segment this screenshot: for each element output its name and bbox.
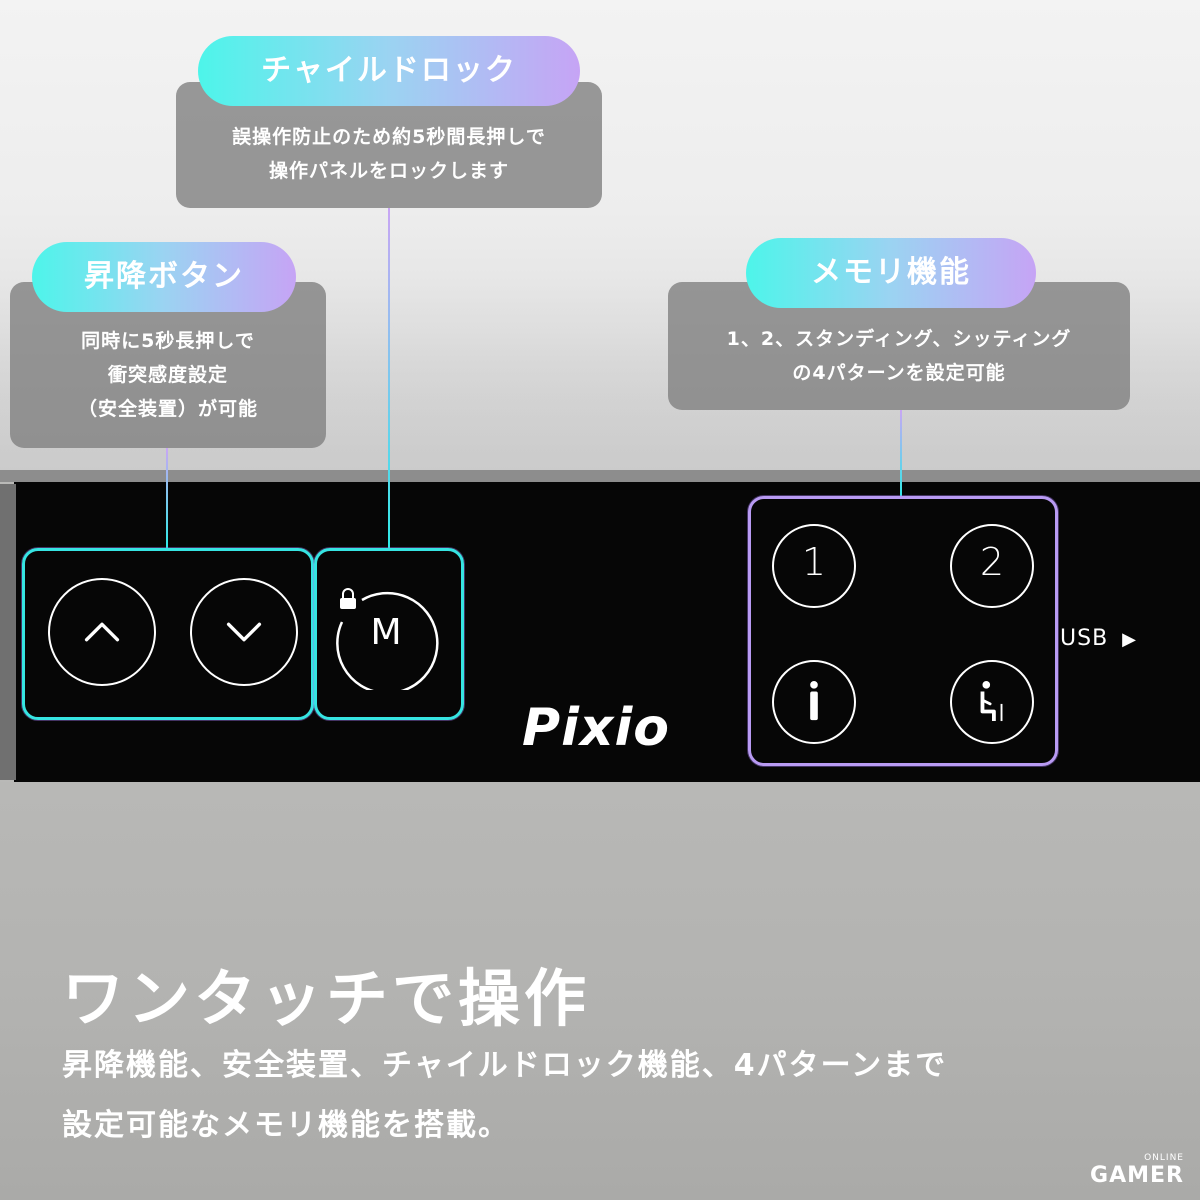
usb-arrow-icon: ▶ (1122, 629, 1138, 650)
memory-callout: 1、2、スタンディング、シッティング の4パターンを設定可能 (668, 282, 1130, 410)
watermark-small: ONLINE (1144, 1153, 1184, 1163)
lock-icon (340, 588, 356, 609)
lift-buttons-highlight (22, 548, 314, 720)
preset-buttons-highlight (748, 496, 1058, 766)
lift-connector-line (166, 448, 168, 548)
memory-line-1: 1、2、スタンディング、シッティング (726, 328, 1072, 350)
down-arrow-icon (226, 622, 262, 642)
watermark: ONLINE GAMER (1090, 1153, 1184, 1188)
brand-logo: Pixio (522, 698, 671, 758)
childlock-connector-line (388, 208, 390, 550)
preset-1-button[interactable]: 1 (772, 524, 856, 608)
usb-label: USB (1060, 626, 1109, 651)
lift-title: 昇降ボタン (32, 242, 296, 312)
memory-button-highlight (314, 548, 464, 720)
lift-line-3: （安全装置）が可能 (77, 398, 258, 420)
standing-button[interactable] (772, 660, 856, 744)
panel-side-edge (0, 484, 16, 780)
childlock-line-1: 誤操作防止のため約5秒間長押しで (232, 126, 546, 148)
preset-1-label: 1 (801, 540, 827, 584)
memory-button[interactable]: M (332, 582, 440, 690)
preset-2-button[interactable]: 2 (950, 524, 1034, 608)
standing-person-icon (810, 681, 818, 721)
subtext-line-2: 設定可能なメモリ機能を搭載。 (62, 1108, 510, 1143)
memory-button-ring (336, 591, 439, 690)
watermark-big: GAMER (1090, 1163, 1184, 1188)
memory-title: メモリ機能 (746, 238, 1036, 308)
usb-port-label: USB ▶ (1060, 626, 1137, 651)
desk-top-edge (0, 470, 1200, 482)
sitting-button[interactable] (950, 660, 1034, 744)
subtext-line-1: 昇降機能、安全装置、チャイルドロック機能、4パターンまで (62, 1048, 948, 1083)
memory-connector-line (900, 410, 902, 498)
memory-button-label: M (370, 612, 402, 653)
preset-2-label: 2 (979, 540, 1005, 584)
memory-line-2: の4パターンを設定可能 (792, 362, 1006, 384)
sitting-person-icon (980, 681, 1003, 722)
lift-line-1: 同時に5秒長押しで (81, 330, 255, 352)
childlock-title: チャイルドロック (198, 36, 580, 106)
lift-line-2: 衝突感度設定 (107, 364, 228, 386)
up-button[interactable] (48, 578, 156, 686)
down-button[interactable] (190, 578, 298, 686)
up-arrow-icon (84, 622, 120, 642)
childlock-line-2: 操作パネルをロックします (268, 160, 509, 182)
headline: ワンタッチで操作 (62, 962, 591, 1035)
desk-front (0, 782, 1200, 1200)
